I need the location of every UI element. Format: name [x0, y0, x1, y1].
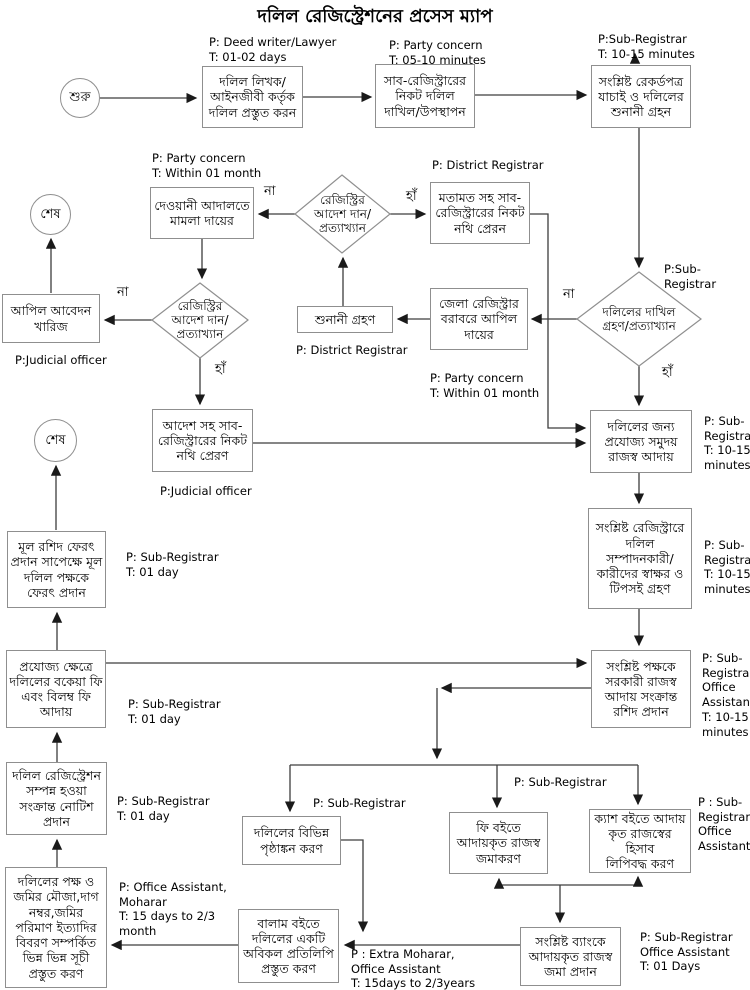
node-give-receipt: সংশ্লিষ্ট পক্ষকে সরকারী রাজস্ব আদায় সংক…: [591, 650, 691, 728]
annotation-subreg-feebook: P: Sub-Registrar: [514, 775, 607, 789]
page-title: দলিল রেজিস্ট্রেশনের প্রসেস ম্যাপ: [257, 6, 493, 27]
node-balam-copy: বালাম বইতে দলিলের একটি অবিকল প্রতিলিপি প…: [238, 909, 339, 983]
node-index-prepare: দলিলের পক্ষ ও জমির মৌজা,দাগ নম্বর,জমির প…: [5, 867, 107, 988]
annotation-judicial-1: P:Judicial officer: [15, 353, 107, 367]
label-yes-2: হাঁ: [215, 362, 226, 377]
end-node-1: শেষ: [30, 194, 71, 235]
end-node-2: শেষ: [34, 419, 77, 462]
node-fee-book: ফি বইতে আদায়কৃত রাজস্ব জমাকরণ: [449, 812, 548, 874]
annotation-subreg-receipt: P: Sub- Registrar, Office Assistant T: 1…: [702, 651, 750, 739]
node-appeal-rejected: আপিল আবেদন খারিজ: [2, 294, 100, 343]
label-no-3: না: [563, 287, 575, 302]
annotation-district-reg-opinion: P: District Registrar: [432, 158, 544, 172]
node-signature-thumb: সংশ্লিষ্ট রেজিস্ট্রারে দলিল সম্পাদনকারী/…: [588, 508, 692, 609]
decision-registrar-order-2-shape: [151, 282, 249, 359]
annotation-party-submit: P: Party concern T: 05-10 minutes: [389, 38, 486, 67]
annotation-subreg-notice: P: Sub-Registrar T: 01 day: [117, 794, 210, 823]
annotation-subreg-latefee: P: Sub-Registrar T: 01 day: [128, 697, 221, 726]
annotation-subreg-cashbook: P : Sub- Registrar, Office Assistant: [698, 795, 750, 854]
node-order-to-subreg: আদেশ সহ সাব- রেজিস্ট্রারের নিকট নথি প্রে…: [152, 409, 253, 472]
node-hearing: শুনানী গ্রহণ: [297, 306, 393, 333]
node-return-original: মূল রশিদ ফেরৎ প্রদান সাপেক্ষে মূল দলিল প…: [7, 531, 106, 608]
annotation-office-index: P: Office Assistant, Moharar T: 15 days …: [119, 880, 227, 939]
node-collect-revenue: দলিলের জন্য প্রযোজ্য সমুদয় রাজস্ব আদায়: [590, 410, 692, 473]
decision-deed-accept-shape: [576, 271, 702, 367]
annotation-subreg-signature: P: Sub- Registrar T: 10-15 minutes: [704, 538, 750, 597]
decision-registrar-order-1-shape: [294, 174, 391, 254]
annotation-party-civil: P: Party concern T: Within 01 month: [152, 151, 262, 180]
node-submit-deed: সাব-রেজিস্ট্রারের নিকট দলিল দাখিল/উপস্থা…: [375, 64, 475, 128]
start-node: শুরু: [60, 78, 100, 118]
node-due-late-fee: প্রযোজ্য ক্ষেত্রে দলিলের বকেয়া ফি এবং ব…: [6, 650, 106, 728]
decision-registrar-order-2: রেজিস্ট্রির আদেশ দান/ প্রত্যাখ্যান: [171, 298, 229, 342]
node-verify-records: সংশ্লিষ্ট রেকর্ডপত্র যাচাই ও দলিলের শুনা…: [591, 65, 691, 128]
annotation-subreg-diamond: P:Sub-Registrar: [664, 262, 717, 291]
label-no-2: না: [117, 285, 129, 300]
annotation-district-reg-hearing: P: District Registrar: [296, 343, 408, 357]
annotation-subreg-endorse: P: Sub-Registrar: [313, 796, 406, 810]
annotation-subreg-bank: P: Sub-Registrar Office Assistant T: 01 …: [640, 930, 733, 974]
node-civil-case: দেওয়ানী আদালতে মামলা দায়ের: [150, 187, 254, 239]
annotation-party-appeal: P: Party concern T: Within 01 month: [430, 371, 540, 400]
node-cash-book: ক্যাশ বইতে আদায় কৃত রাজস্বের হিসাব লিপি…: [589, 809, 691, 873]
annotation-deed-writer: P: Deed writer/Lawyer T: 01-02 days: [209, 35, 337, 64]
node-completion-notice: দলিল রেজিস্ট্রেশন সম্পন্ন হওয়া সংক্রান্…: [6, 762, 107, 835]
label-yes-3: হাঁ: [662, 365, 673, 380]
node-opinion-to-subreg: মতামত সহ সাব- রেজিস্ট্রারের নিকট নথি প্র…: [430, 182, 530, 244]
label-no-1: না: [264, 184, 276, 199]
node-appeal-district: জেলা রেজিস্ট্রার বরাবরে আপিল দায়ের: [430, 288, 528, 350]
node-prepare-deed: দলিল লিখক/ আইনজীবী কর্তৃক দলিল প্রস্তুত …: [202, 66, 303, 128]
decision-registrar-order-1: রেজিস্ট্রির আদেশ দান/ প্রত্যাখ্যান: [313, 192, 372, 236]
decision-deed-accept: দলিলের দাখিল গ্রহণ/প্রত্যাখ্যান: [602, 304, 676, 333]
annotation-subreg-return: P: Sub-Registrar T: 01 day: [126, 550, 219, 579]
annotation-subreg-verify: P:Sub-Registrar T: 10-15 minutes: [598, 32, 695, 61]
label-yes-1: হাঁ: [406, 189, 417, 204]
annotation-subreg-revenue: P: Sub- Registrar T: 10-15 minutes: [704, 414, 750, 473]
node-endorsement: দলিলের বিভিন্ন পৃষ্ঠাঙ্কন করণ: [242, 816, 341, 865]
annotation-judicial-2: P:Judicial officer: [160, 484, 252, 498]
node-bank-deposit: সংশ্লিষ্ট ব্যাংকে আদায়কৃত রাজস্ব জমা প্…: [520, 927, 621, 986]
annotation-extra-moharar: P : Extra Moharar, Office Assistant T: 1…: [351, 947, 476, 990]
